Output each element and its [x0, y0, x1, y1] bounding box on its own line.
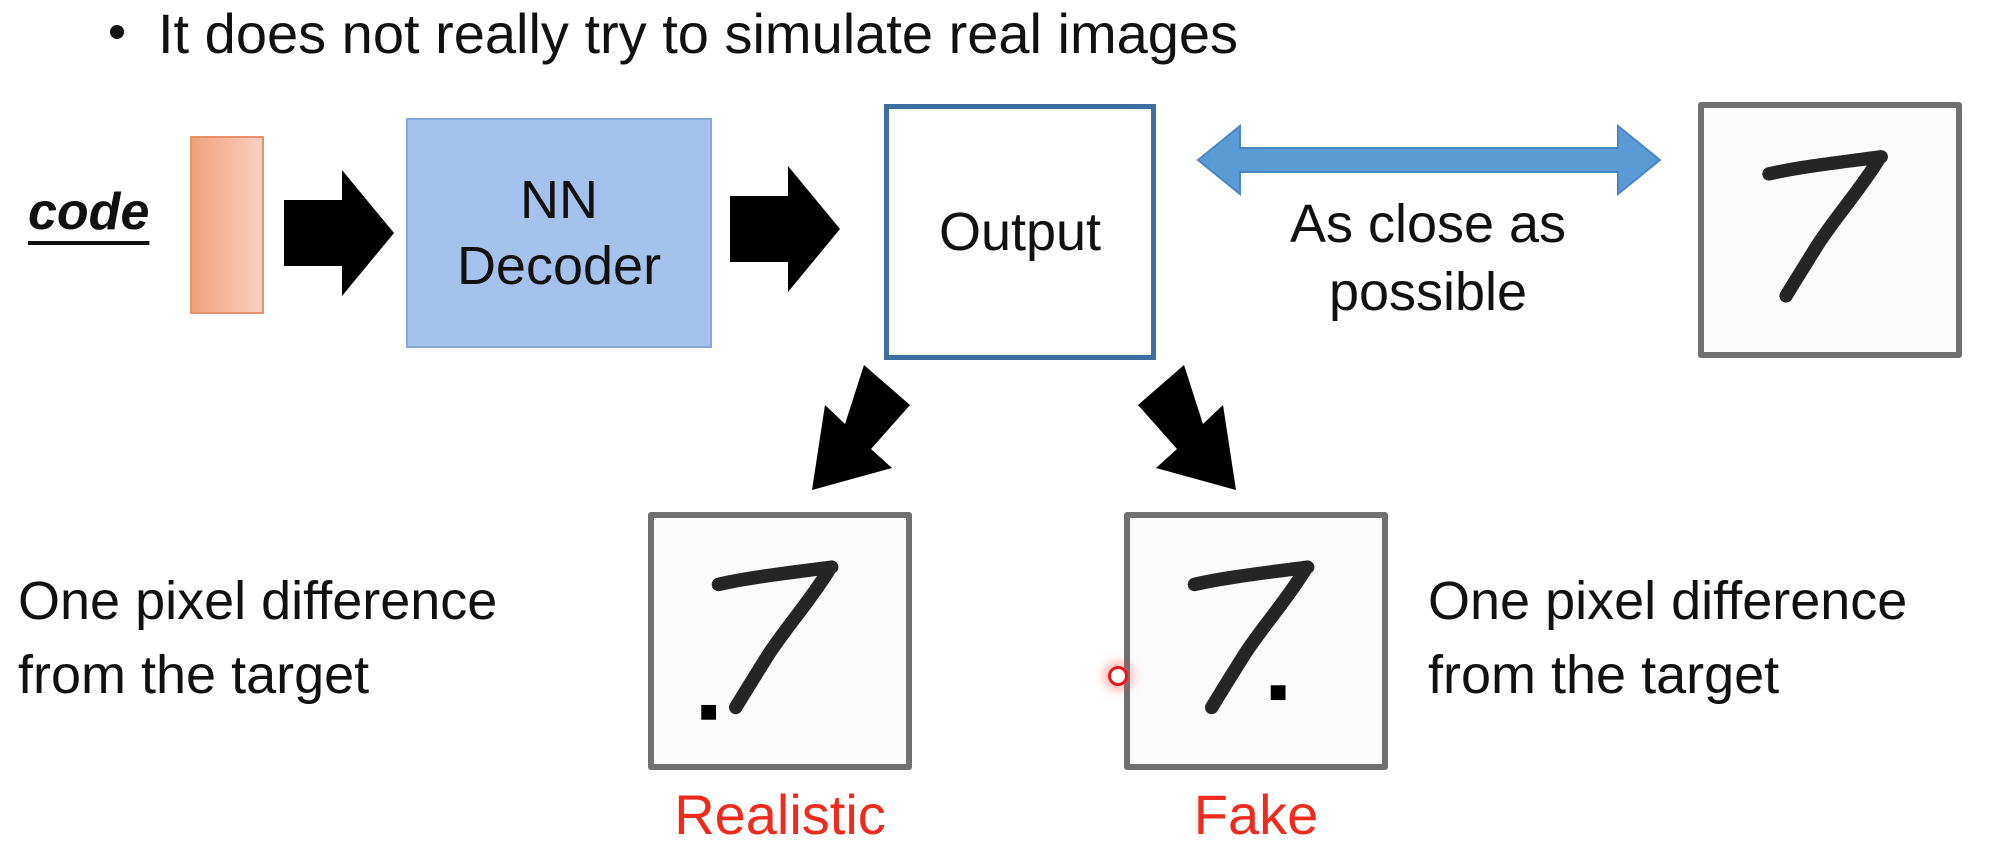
closeness-label: As close as possible [1218, 190, 1638, 326]
bullet-text: It does not really try to simulate real … [158, 2, 1239, 65]
code-label: code [28, 183, 150, 241]
seven-digit-icon [1187, 560, 1315, 715]
fake-label: Fake [1193, 783, 1319, 846]
left-caption-line1: One pixel difference [18, 571, 498, 631]
seven-digit-icon [1762, 150, 1888, 303]
left-caption-line2: from the target [18, 645, 370, 705]
output-box: Output [884, 104, 1156, 360]
right-caption: One pixel difference from the target [1428, 564, 1907, 712]
seven-digit-icon [701, 560, 839, 720]
output-label: Output [938, 202, 1102, 262]
nn-decoder-box: NN Decoder [406, 118, 712, 348]
closeness-line2: possible [1328, 262, 1528, 322]
flow-arrow-icon [730, 166, 840, 292]
pixel-difference-marker [701, 704, 717, 720]
realistic-label: Realistic [674, 783, 886, 846]
bullet-dot-icon [110, 25, 124, 40]
fake-digit-image [1124, 512, 1388, 770]
pixel-difference-marker [1270, 685, 1286, 701]
closeness-line1: As close as [1289, 194, 1567, 254]
bullet-point: It does not really try to simulate real … [110, 2, 1238, 66]
flow-arrow-icon [1138, 365, 1236, 490]
realistic-digit-image [648, 512, 912, 770]
flow-arrow-icon [812, 365, 910, 490]
target-digit-image [1698, 102, 1962, 358]
right-caption-line1: One pixel difference [1428, 571, 1908, 631]
flow-arrow-icon [284, 170, 394, 296]
code-vector [190, 136, 264, 314]
decoder-label-line2: Decoder [456, 236, 662, 296]
right-caption-line2: from the target [1428, 645, 1780, 705]
left-caption: One pixel difference from the target [18, 564, 497, 712]
decoder-label-line1: NN [519, 170, 598, 230]
laser-pointer-icon [1108, 666, 1128, 686]
double-arrow-icon [1196, 123, 1662, 197]
